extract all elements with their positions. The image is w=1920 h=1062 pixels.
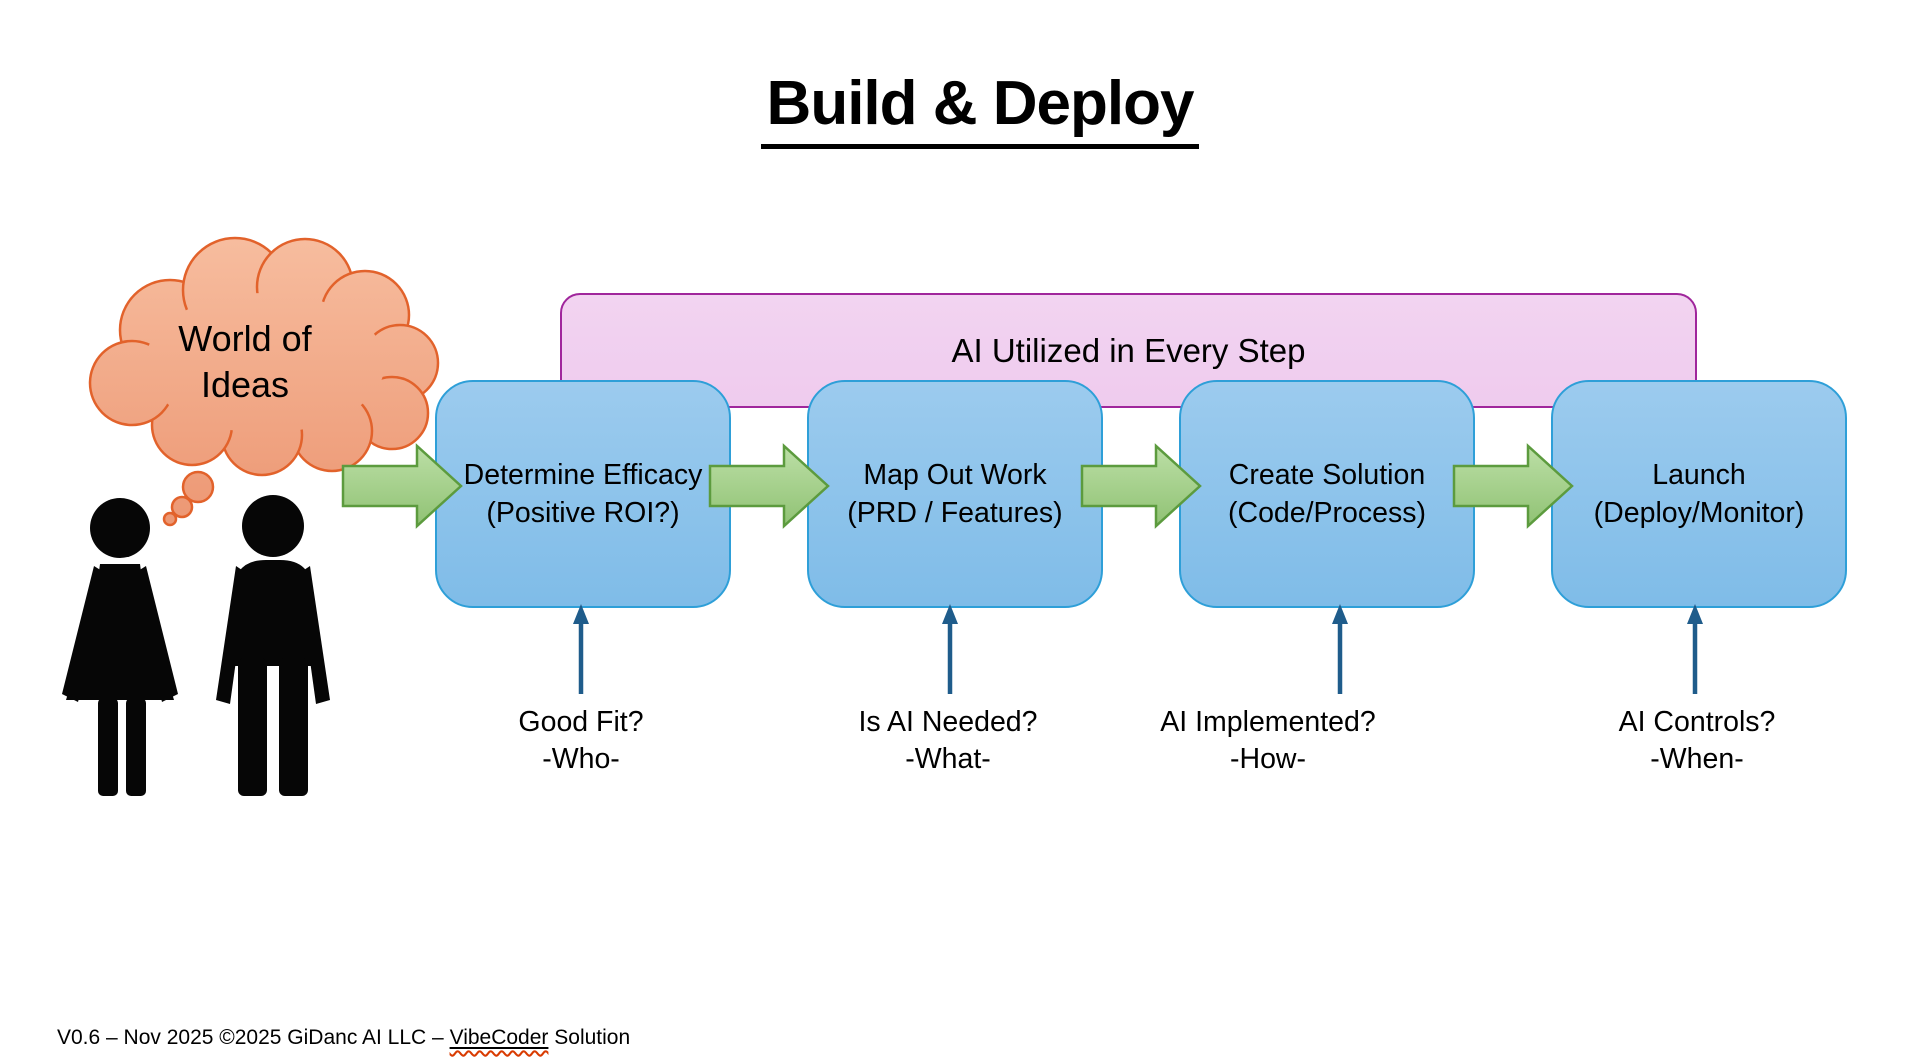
- footer-vibecoder: VibeCoder: [449, 1026, 549, 1049]
- flow-arrow-icon: [1080, 443, 1202, 529]
- question-line2: -What-: [905, 743, 991, 775]
- step-box-create-solution: Create Solution (Code/Process): [1179, 380, 1475, 608]
- question-line1: Is AI Needed?: [858, 706, 1038, 738]
- ai-banner-label: AI Utilized in Every Step: [951, 331, 1306, 369]
- step-label-line1: Map Out Work: [863, 459, 1047, 491]
- flow-arrow-icon: [708, 443, 830, 529]
- question-label-what: Is AI Needed? -What-: [778, 704, 1118, 778]
- flow-arrow-icon: [1452, 443, 1574, 529]
- step-box-determine-efficacy: Determine Efficacy (Positive ROI?): [435, 380, 731, 608]
- cloud-label: World of Ideas: [105, 316, 385, 408]
- step-box-launch: Launch (Deploy/Monitor): [1551, 380, 1847, 608]
- question-line2: -Who-: [542, 743, 620, 775]
- slide-title: Build & Deploy: [760, 68, 1200, 149]
- footer-prefix: V0.6 – Nov 2025 ©2025 GiDanc AI LLC –: [57, 1026, 450, 1049]
- cloud-label-line2: Ideas: [200, 364, 290, 405]
- question-line2: -How-: [1230, 743, 1306, 775]
- thought-cloud-icon: [88, 236, 440, 527]
- step-label-line2: (Code/Process): [1228, 497, 1426, 529]
- woman-silhouette-icon: [62, 498, 178, 796]
- step-label-line2: (Positive ROI?): [486, 497, 680, 529]
- cloud-label-line1: World of: [178, 318, 312, 359]
- question-line2: -When-: [1650, 743, 1744, 775]
- question-line1: AI Controls?: [1618, 706, 1776, 738]
- question-arrow-icon: [1332, 604, 1348, 694]
- question-line1: Good Fit?: [518, 706, 644, 738]
- man-silhouette-icon: [216, 495, 330, 796]
- people-silhouettes: [62, 495, 330, 796]
- footer-version-line: V0.6 – Nov 2025 ©2025 GiDanc AI LLC – Vi…: [57, 1026, 630, 1050]
- slide-title-wrap: Build & Deploy: [380, 68, 1580, 149]
- question-line1: AI Implemented?: [1160, 706, 1376, 738]
- flow-arrow-icon: [341, 443, 463, 529]
- question-label-how: AI Implemented? -How-: [1098, 704, 1438, 778]
- ai-banner: AI Utilized in Every Step: [560, 293, 1697, 408]
- step-label-line2: (Deploy/Monitor): [1593, 497, 1805, 529]
- step-label-line1: Determine Efficacy: [463, 459, 703, 491]
- question-arrow-icon: [1687, 604, 1703, 694]
- question-arrow-icon: [573, 604, 589, 694]
- question-arrow-icon: [942, 604, 958, 694]
- step-label-line2: (PRD / Features): [847, 497, 1063, 529]
- question-label-who: Good Fit? -Who-: [411, 704, 751, 778]
- step-label-line1: Create Solution: [1228, 459, 1426, 491]
- footer-suffix: Solution: [548, 1026, 631, 1049]
- question-label-when: AI Controls? -When-: [1527, 704, 1867, 778]
- step-box-map-out-work: Map Out Work (PRD / Features): [807, 380, 1103, 608]
- step-label-line1: Launch: [1652, 459, 1746, 491]
